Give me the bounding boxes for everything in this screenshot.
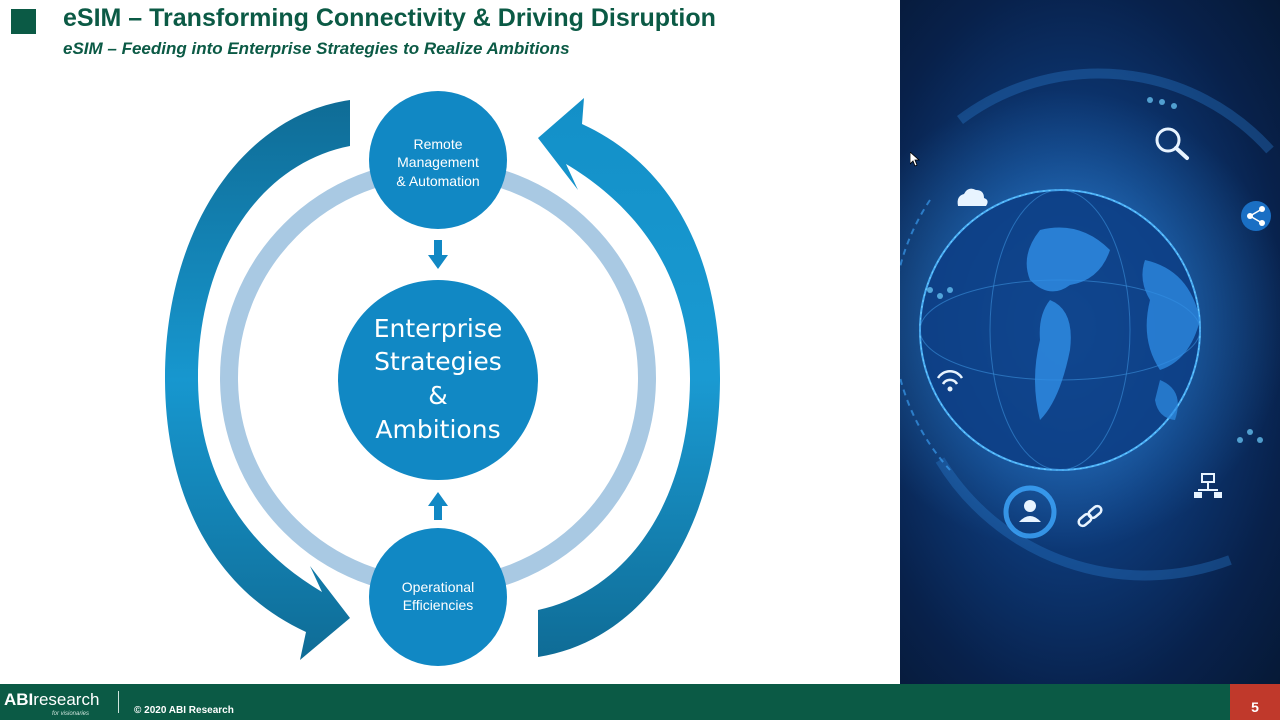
link-icon bbox=[1077, 504, 1103, 528]
node-center-line3: & bbox=[428, 381, 448, 410]
node-remote-management: Remote Management & Automation bbox=[369, 91, 507, 229]
node-operational-line2: Efficiencies bbox=[403, 597, 474, 613]
slide-title: eSIM – Transforming Connectivity & Drivi… bbox=[63, 4, 716, 32]
search-icon bbox=[1155, 127, 1189, 160]
node-center-line1: Enterprise bbox=[374, 314, 503, 343]
cycle-arrow-right bbox=[538, 98, 720, 657]
esim-cycle-diagram: Remote Management & Automation Enterpris… bbox=[165, 91, 720, 666]
slide-content: eSIM – Transforming Connectivity & Drivi… bbox=[11, 4, 720, 666]
abi-research-logo: ABIresearch bbox=[4, 690, 100, 709]
copyright-text: © 2020 ABI Research bbox=[134, 705, 234, 716]
logo-tagline: for visionaries bbox=[52, 711, 90, 717]
globe-icon bbox=[919, 189, 1201, 471]
node-remote-management-line1: Remote bbox=[413, 136, 462, 152]
network-icon bbox=[1194, 473, 1222, 498]
cycle-arrow-left bbox=[165, 100, 350, 660]
footer-divider bbox=[118, 691, 119, 713]
node-remote-management-line3: & Automation bbox=[396, 173, 479, 189]
slide-footer: ABIresearch for visionaries © 2020 ABI R… bbox=[0, 684, 1280, 720]
user-icon bbox=[1003, 485, 1057, 539]
title-marker bbox=[11, 9, 36, 34]
node-center-line4: Ambitions bbox=[375, 415, 500, 444]
tech-globe-image bbox=[900, 0, 1280, 684]
node-center-line2: Strategies bbox=[374, 347, 502, 376]
node-remote-management-line2: Management bbox=[397, 154, 479, 170]
arrow-up-icon bbox=[428, 492, 448, 520]
wifi-icon bbox=[936, 369, 964, 392]
arrow-down-icon bbox=[428, 240, 448, 269]
share-icon bbox=[1241, 201, 1271, 231]
page-number-box: 5 bbox=[1230, 684, 1280, 720]
cloud-icon bbox=[957, 188, 988, 206]
cursor-icon bbox=[910, 152, 920, 167]
node-enterprise-strategies: Enterprise Strategies & Ambitions bbox=[338, 280, 538, 480]
node-operational-efficiencies: Operational Efficiencies bbox=[369, 528, 507, 666]
slide-subtitle: eSIM – Feeding into Enterprise Strategie… bbox=[63, 39, 570, 58]
node-operational-line1: Operational bbox=[402, 579, 474, 595]
page-number: 5 bbox=[1251, 699, 1259, 715]
